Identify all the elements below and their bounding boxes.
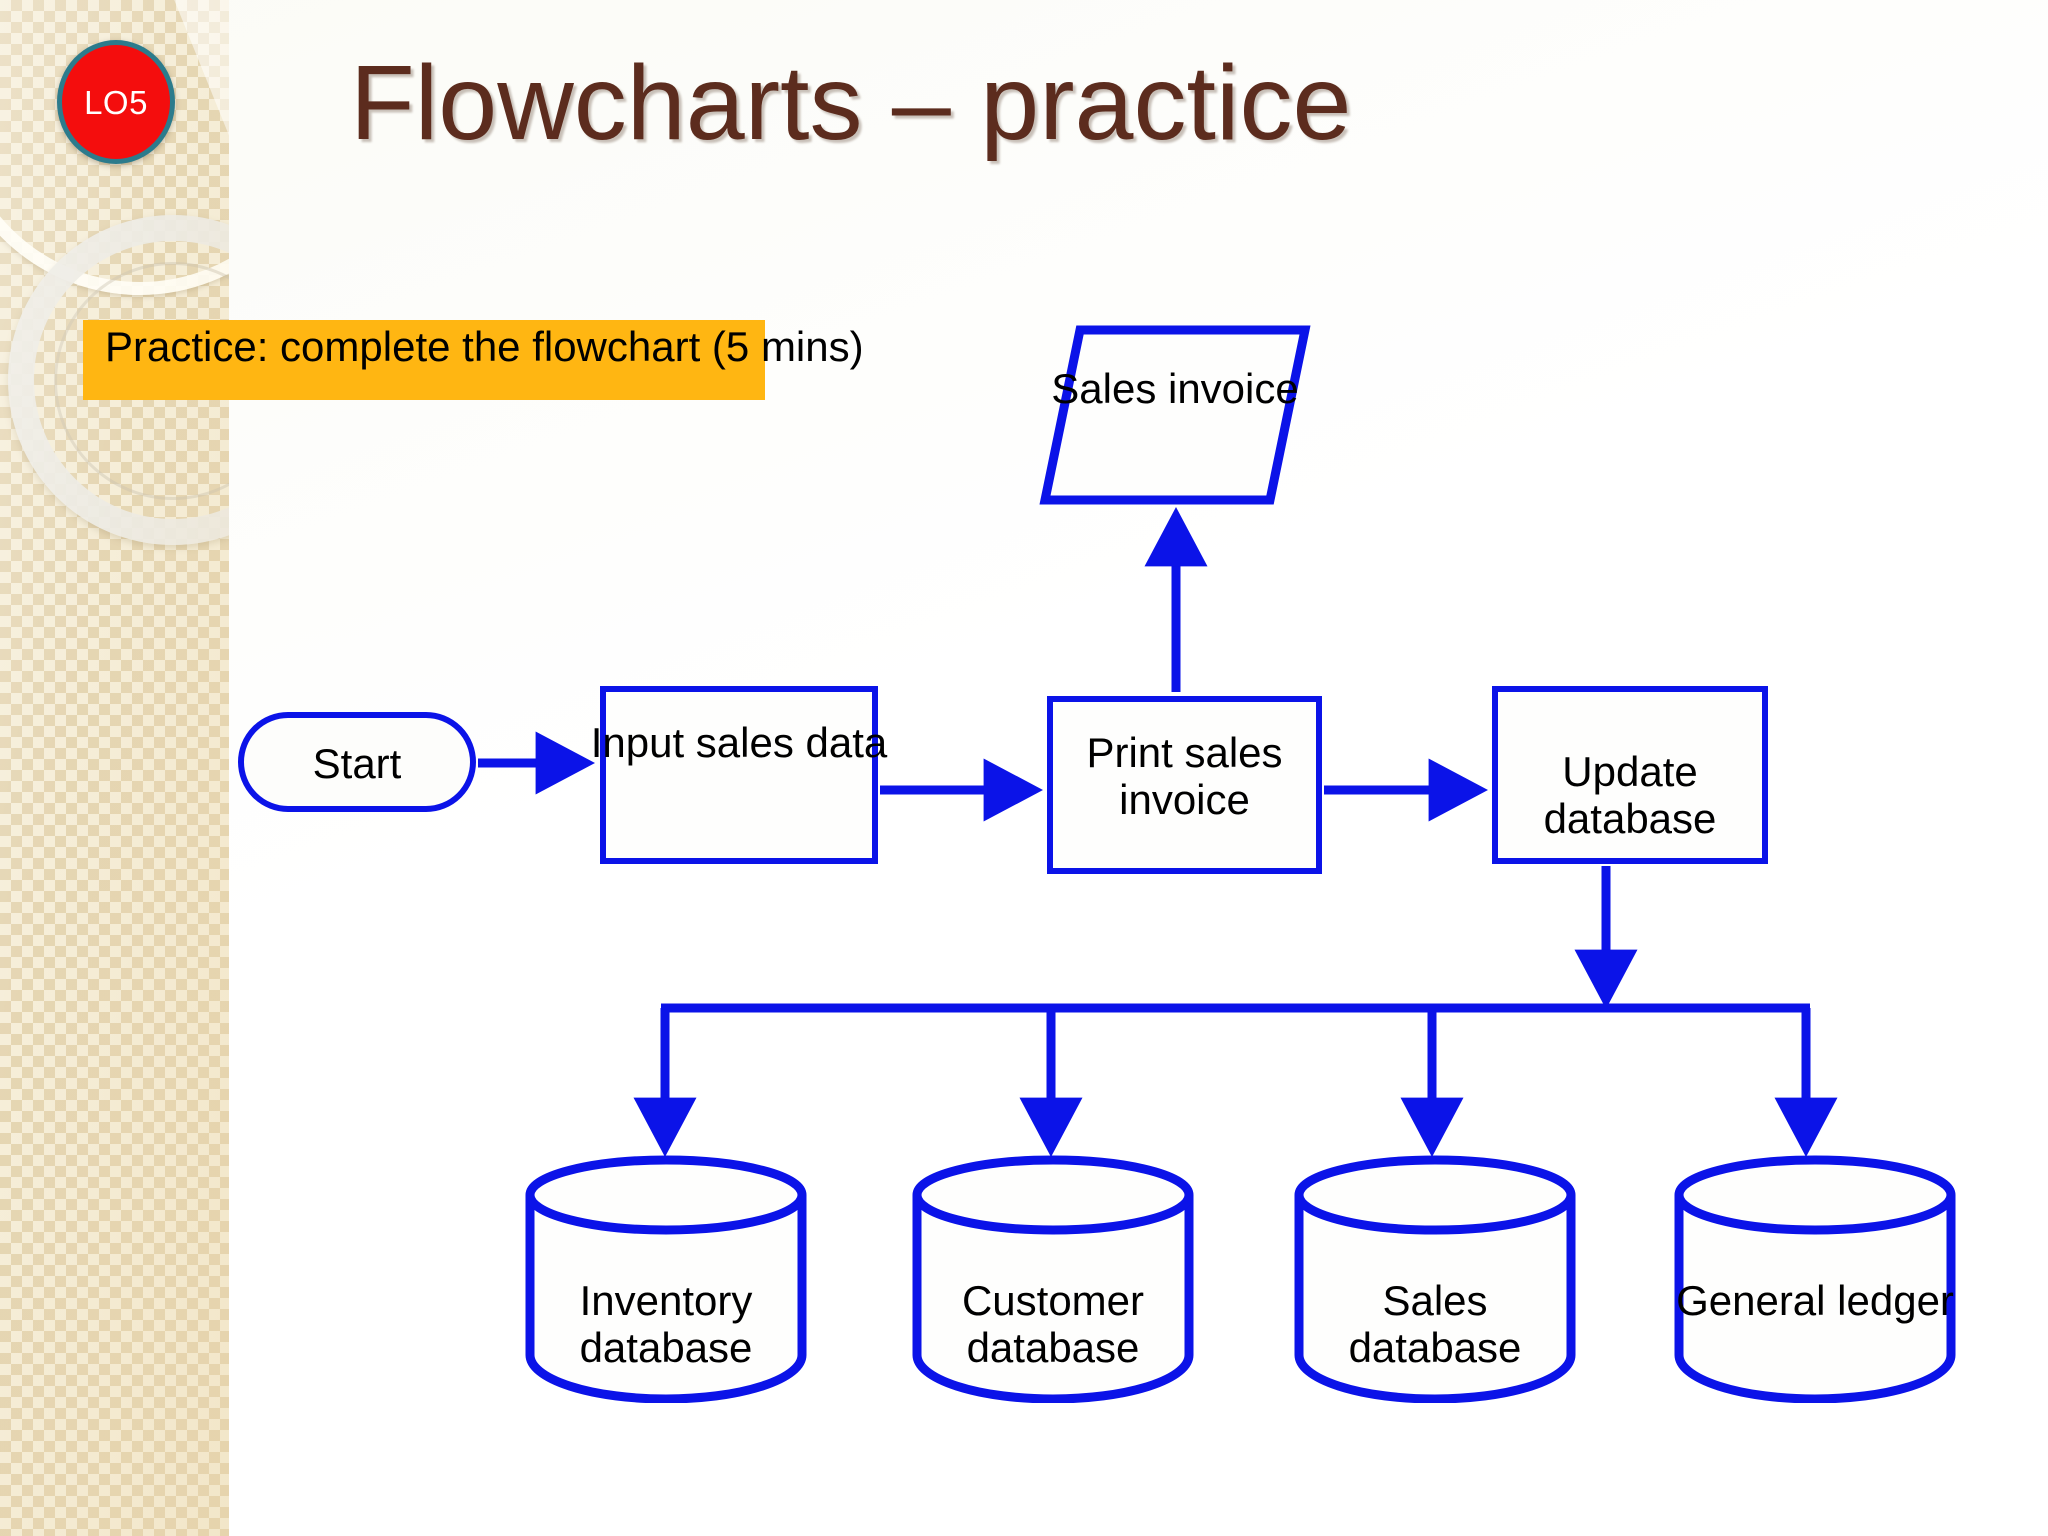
instruction-highlight-bar bbox=[83, 320, 765, 400]
flow-node-print-sales-invoice-label: Print sales invoice bbox=[1086, 729, 1283, 824]
flow-node-inventory-database[interactable]: Inventory database bbox=[523, 1155, 809, 1403]
cylinder-shape-icon bbox=[912, 1155, 1194, 1403]
flow-node-customer-database[interactable]: Customer database bbox=[910, 1155, 1196, 1403]
flow-node-print-sales-invoice[interactable]: Print sales invoice bbox=[1047, 696, 1322, 874]
flow-node-update-database[interactable]: Update database bbox=[1492, 686, 1768, 864]
flow-node-input-sales-data-label: Input sales data bbox=[590, 719, 888, 766]
cylinder-shape-icon bbox=[1294, 1155, 1576, 1403]
flow-node-start-label: Start bbox=[312, 740, 402, 787]
flow-node-sales-database[interactable]: Sales database bbox=[1292, 1155, 1578, 1403]
instruction-text: Practice: complete the flowchart (5 mins… bbox=[105, 323, 864, 370]
decorative-sidebar bbox=[0, 0, 229, 1536]
parallelogram-shape-icon bbox=[1039, 325, 1311, 505]
slide-title: Flowcharts – practice bbox=[350, 44, 1352, 162]
flow-node-start[interactable]: Start bbox=[238, 712, 476, 812]
cylinder-shape-icon bbox=[525, 1155, 807, 1403]
flow-node-sales-invoice[interactable]: Sales invoice bbox=[1039, 325, 1311, 505]
cylinder-shape-icon bbox=[1674, 1155, 1956, 1403]
flow-node-input-sales-data[interactable]: Input sales data bbox=[591, 686, 887, 864]
instruction-text-block: Practice: complete the flowchart (5 mins… bbox=[83, 322, 873, 372]
flow-node-general-ledger[interactable]: General ledger bbox=[1672, 1155, 1958, 1403]
flow-node-update-database-label: Update database bbox=[1543, 748, 1717, 843]
learning-objective-label: LO5 bbox=[84, 83, 148, 121]
learning-objective-badge: LO5 bbox=[57, 40, 175, 164]
